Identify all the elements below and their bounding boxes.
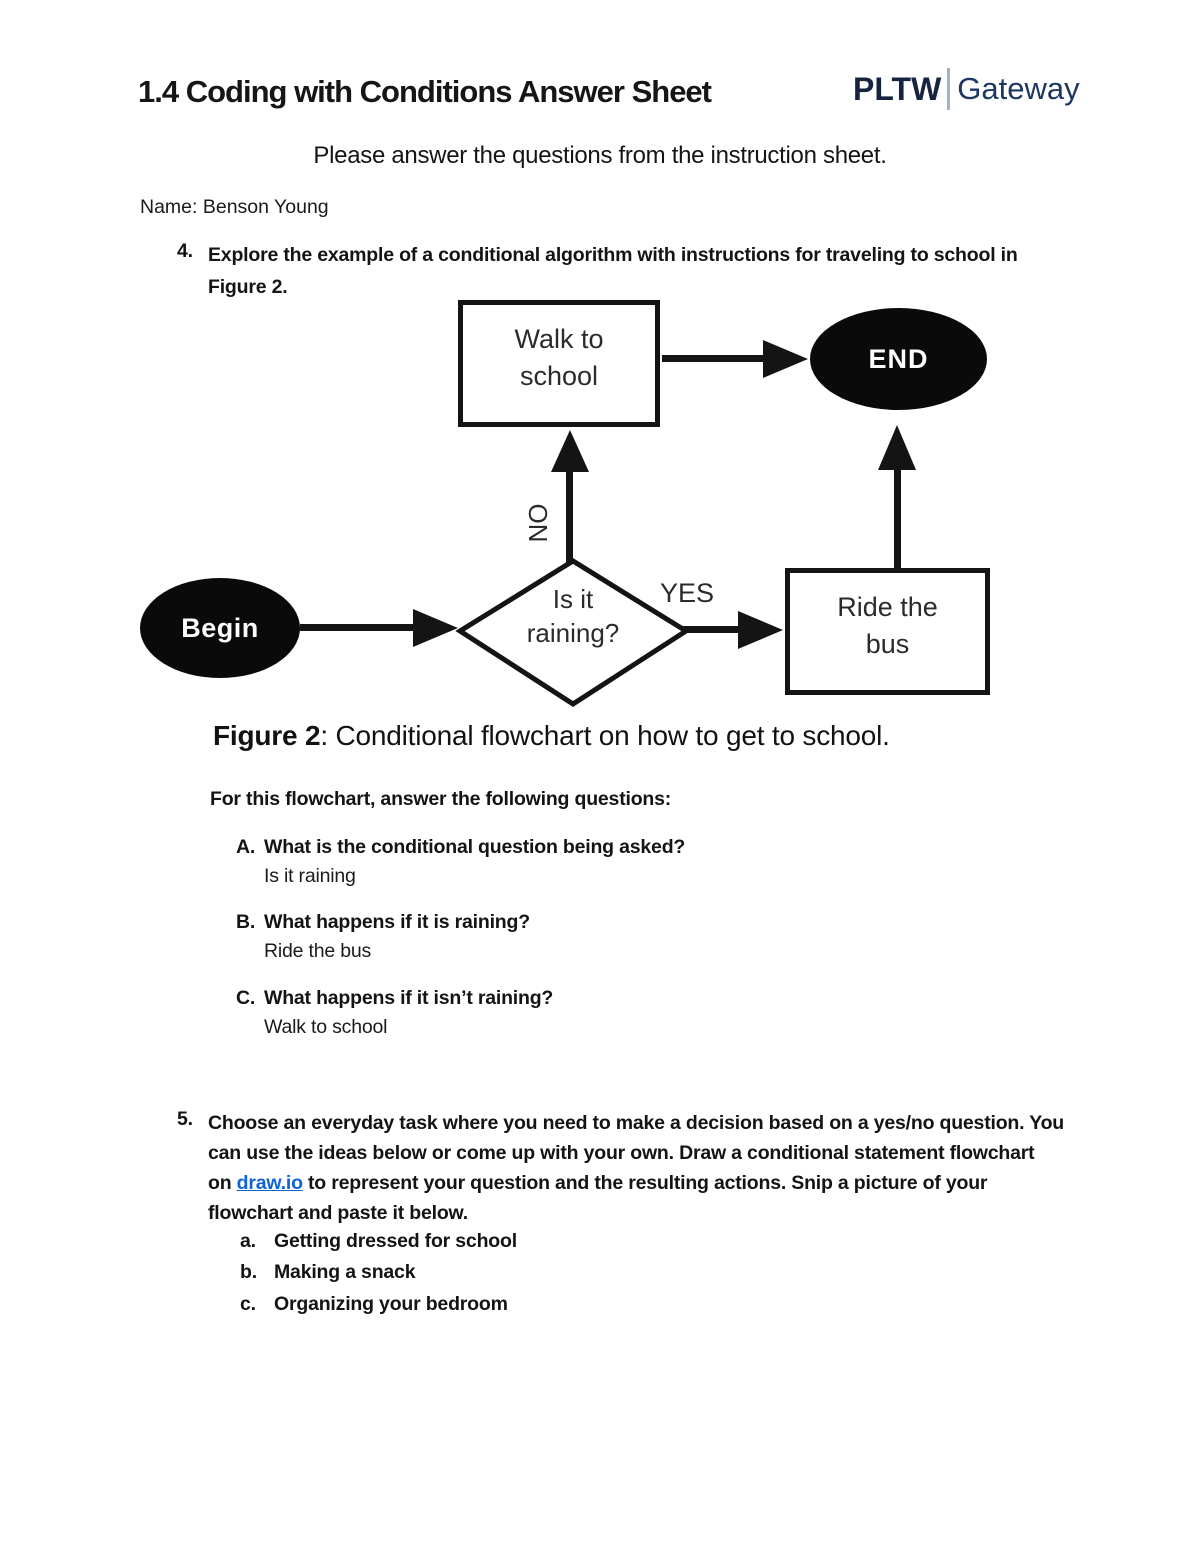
walk-process-box: Walk to school: [458, 300, 660, 427]
item-4-line-1: Explore the example of a conditional alg…: [208, 244, 1018, 266]
gateway-wordmark: Gateway: [957, 71, 1080, 106]
question-a-letter: A.: [236, 836, 256, 858]
item-5-number: 5.: [177, 1108, 193, 1130]
yes-arrow-shaft: [683, 626, 740, 633]
ride-to-end-arrow-head: [878, 425, 916, 470]
walk-to-end-arrow-head: [763, 340, 808, 378]
begin-arrow-shaft: [300, 624, 417, 631]
subitem-a-letter: a.: [240, 1230, 256, 1252]
no-branch-label: NO: [523, 503, 553, 543]
yes-arrow-head: [738, 611, 783, 649]
item-5-line-2: can use the ideas below or come up with …: [208, 1142, 1035, 1164]
item-5-line-4: flowchart and paste it below.: [208, 1202, 469, 1224]
begin-terminator: Begin: [140, 578, 300, 678]
item-5-line-1: Choose an everyday task where you need t…: [208, 1112, 1065, 1134]
walk-to-end-arrow-shaft: [662, 355, 766, 362]
no-arrow-shaft: [566, 470, 573, 565]
answer-b-text: Ride the bus: [264, 940, 372, 962]
instruction-subtitle: Please answer the questions from the ins…: [313, 142, 887, 169]
question-c-letter: C.: [236, 987, 256, 1009]
logo-divider: [947, 68, 951, 110]
subitem-c-letter: c.: [240, 1293, 256, 1315]
question-b-text: What happens if it is raining?: [264, 911, 530, 933]
figure-caption: Figure 2: Conditional flowchart on how t…: [213, 720, 890, 752]
subitem-b-text: Making a snack: [274, 1261, 416, 1283]
page-title: 1.4 Coding with Conditions Answer Sheet: [138, 74, 712, 109]
item-5-line-3-post: to represent your question and the resul…: [302, 1172, 988, 1194]
walk-label: Walk to school: [514, 324, 604, 391]
answer-a-text: Is it raining: [264, 865, 356, 887]
end-terminator: END: [810, 308, 987, 410]
item-4-text: Explore the example of a conditional alg…: [208, 240, 1018, 303]
question-c-text: What happens if it isn’t raining?: [264, 987, 554, 1009]
item-4-line-2: Figure 2.: [208, 275, 288, 298]
ride-process-box: Ride the bus: [785, 568, 990, 695]
begin-arrow-head: [413, 609, 458, 647]
ride-label: Ride the bus: [837, 592, 938, 659]
item-5-line-3-pre: on: [208, 1172, 237, 1194]
yes-branch-label: YES: [660, 578, 715, 608]
figure-caption-text: : Conditional flowchart on how to get to…: [320, 720, 890, 751]
decision-label: Is it raining?: [526, 584, 620, 648]
question-b-letter: B.: [236, 911, 256, 933]
subitem-b-letter: b.: [240, 1261, 257, 1283]
pltw-wordmark: PLTW: [853, 70, 942, 107]
subitem-a-text: Getting dressed for school: [274, 1230, 517, 1252]
answer-c-text: Walk to school: [264, 1016, 388, 1038]
item-5-line-3: on draw.io to represent your question an…: [208, 1168, 988, 1198]
question-a-text: What is the conditional question being a…: [264, 836, 686, 858]
flowchart-intro: For this flowchart, answer the following…: [210, 788, 672, 810]
pltw-gateway-logo: PLTW Gateway: [853, 68, 1080, 110]
flowchart-figure: Walk to school END NO Is it raining? YES…: [130, 290, 1070, 720]
figure-caption-label: Figure 2: [213, 720, 321, 751]
ride-to-end-arrow-shaft: [894, 470, 901, 568]
drawio-link[interactable]: draw.io: [236, 1172, 303, 1194]
name-line: Name: Benson Young: [140, 196, 329, 218]
item-4-number: 4.: [177, 240, 193, 262]
no-arrow-head: [551, 430, 589, 472]
subitem-c-text: Organizing your bedroom: [274, 1293, 508, 1315]
